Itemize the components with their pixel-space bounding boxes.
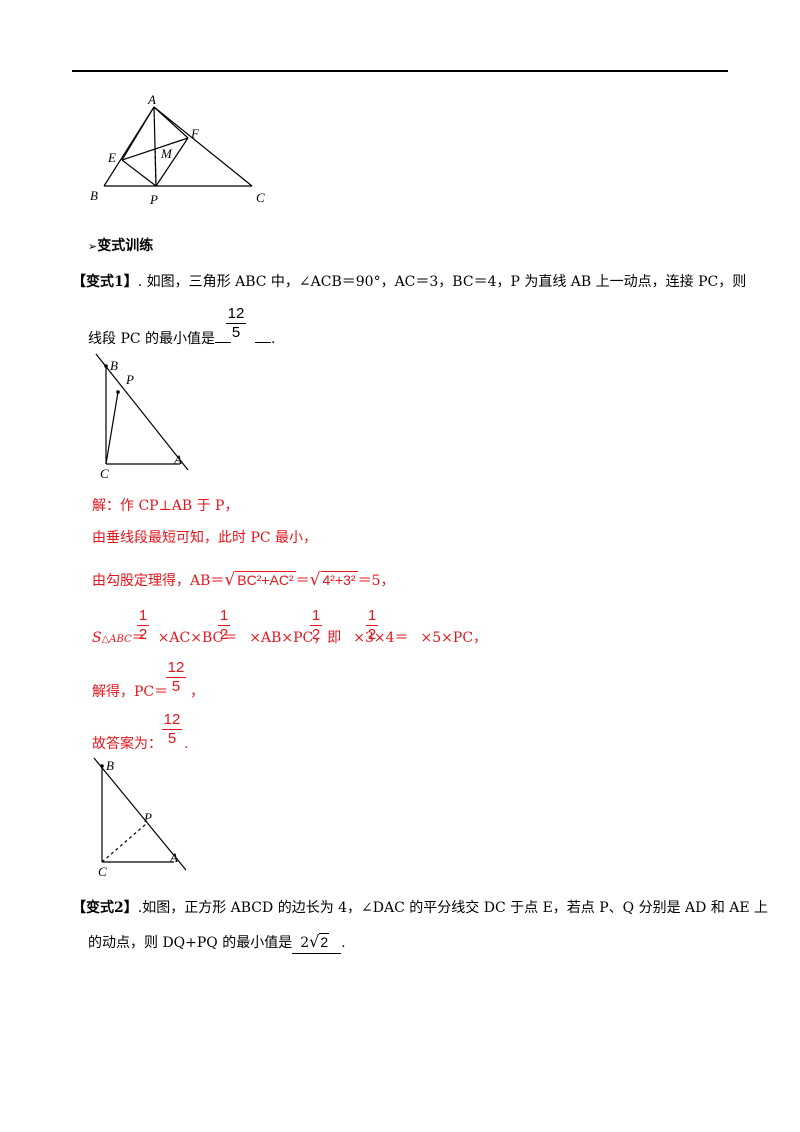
label-a: A <box>147 92 156 107</box>
figure-right-triangle-perpendicular: B P C A <box>93 757 187 879</box>
solution-line2: 由垂线段最短可知，此时 PC 最小， <box>92 530 318 546</box>
label-a: A <box>173 452 182 467</box>
segment-fp <box>155 137 189 187</box>
sqrt-bc-ac: BC²+AC² <box>235 571 296 588</box>
segment-ae <box>121 106 155 161</box>
solution-line1: 解：作 CP⊥AB 于 P， <box>92 498 239 514</box>
variant1-question-line2: 线段 PC 的最小值是. <box>88 328 276 349</box>
label-f: F <box>190 126 200 141</box>
label-p: P <box>143 810 152 825</box>
solution-line4: S△ABC＝×AC×BC＝×AB×PC，即×3×4＝×5×PC， <box>92 630 488 646</box>
variant1-tag: 【变式1】 <box>72 274 138 290</box>
label-b: B <box>90 188 98 203</box>
label-b: B <box>106 758 114 773</box>
arrow-bullet-icon: ➢ <box>88 241 98 253</box>
figure-triangle-efpm: A B C E F M P <box>90 92 265 207</box>
figure-right-triangle: B P C A <box>95 353 189 481</box>
label-p: P <box>149 192 158 207</box>
segment-af <box>153 106 189 139</box>
section-heading: ➢变式训练 <box>88 238 154 254</box>
dashed-mp <box>154 149 157 187</box>
variant1-question-text: . 如图，三角形 ABC 中，∠ACB＝90°，AC＝3，BC＝4，P 为直线 … <box>137 274 747 290</box>
label-b: B <box>110 358 118 373</box>
line-ab-extended <box>95 353 189 471</box>
label-c: C <box>98 864 107 879</box>
solution-line6: 故答案为：. <box>92 736 189 752</box>
label-a: A <box>169 850 178 865</box>
edge-ac <box>153 106 253 187</box>
segment-cp <box>105 391 119 465</box>
solution-line5: 解得，PC＝， <box>92 684 205 700</box>
label-c: C <box>256 190 265 205</box>
dashed-cp <box>101 823 147 863</box>
header-rule <box>72 70 728 72</box>
line-ab-extended <box>93 757 187 871</box>
label-m: M <box>160 146 173 161</box>
solution-line3: 由勾股定理得，AB＝√BC²+AC²＝√4²+3²＝5， <box>92 570 395 590</box>
sqrt-4-3: 4²+3² <box>320 571 358 588</box>
variant1-question-line1: 【变式1】. 如图，三角形 ABC 中，∠ACB＝90°，AC＝3，BC＝4，P… <box>72 272 746 292</box>
variant1-answer-fraction: 12 5 <box>226 305 246 341</box>
label-c: C <box>100 466 109 481</box>
segment-ap <box>153 106 157 187</box>
variant2-tag: 【变式2】 <box>72 900 138 916</box>
variant2-answer: 2√2 <box>292 932 342 954</box>
variant2-question-line1: 【变式2】.如图，正方形 ABCD 的边长为 4，∠DAC 的平分线交 DC 于… <box>72 898 768 918</box>
variant2-question-text: .如图，正方形 ABCD 的边长为 4，∠DAC 的平分线交 DC 于点 E，若… <box>137 900 769 916</box>
segment-ep <box>121 159 157 187</box>
segment-ef <box>121 137 189 161</box>
label-p: P <box>125 372 134 387</box>
label-e: E <box>107 150 116 165</box>
